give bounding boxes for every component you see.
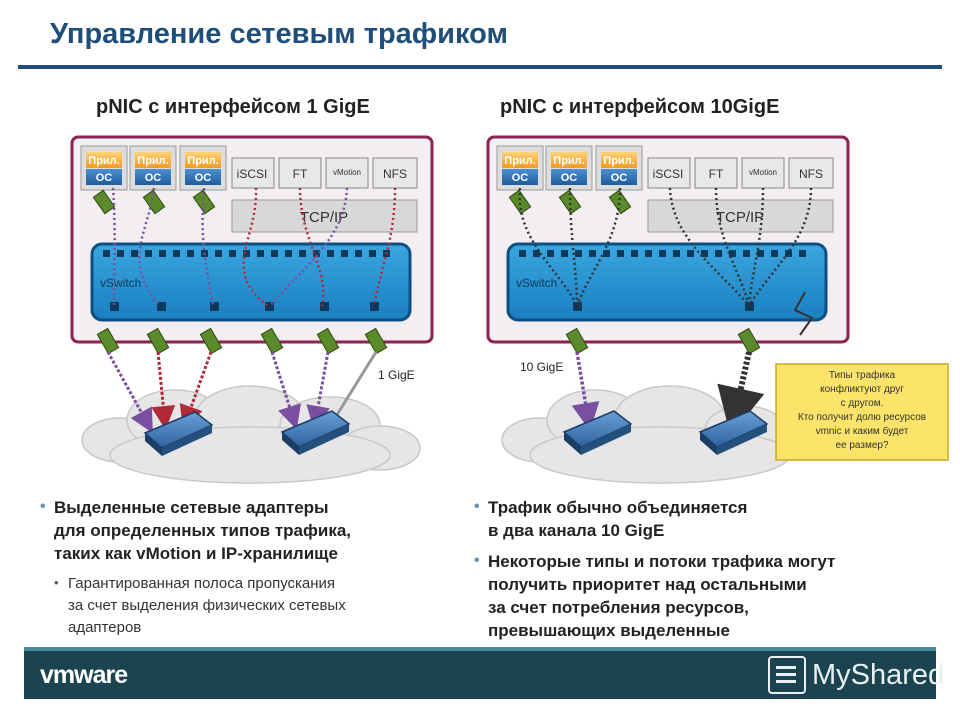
left-internal-paths [111,187,397,307]
left-service-iscsi [231,157,275,189]
left-bullet-main: Выделенные сетевые адаптеры для определе… [40,495,460,565]
left-uplinks [106,351,378,434]
vmware-logo: vmware [40,661,128,689]
vm-os-label: ОС [611,172,628,184]
slide-title: Управление сетевым трафиком [50,18,508,50]
left-physical-switch-1 [143,411,214,456]
svg-text:NFS: NFS [799,167,823,181]
right-service-ft [694,157,738,189]
vm-app-label: Прил. [187,155,218,167]
left-vswitch [90,242,412,322]
right-link-label: 10 GigE [520,360,563,374]
conflict-callout [775,363,949,461]
svg-text:конфликтуют друг: конфликтуют друг [820,383,904,395]
myshared-watermark: MyShared [812,659,945,691]
svg-text:iSCSI: iSCSI [653,167,684,181]
vm-app-label: Прил. [603,155,634,167]
vm-os-label: ОС [561,172,578,184]
vm-os-label: ОС [145,172,162,184]
svg-text:vMotion: vMotion [749,168,777,177]
svg-text:Кто получит долю ресурсов: Кто получит долю ресурсов [798,412,926,423]
svg-text:Типы трафика: Типы трафика [829,369,896,381]
left-service-ft [278,157,322,189]
vm-app-label: Прил. [504,155,535,167]
svg-text:ее размер?: ее размер? [835,440,888,451]
right-vswitch [506,242,828,322]
right-bullet-list: Трафик обычно объединяется в два канала … [474,495,944,650]
vm-os-label: ОС [96,172,113,184]
left-panel-title: pNIC с интерфейсом 1 GigE [96,96,370,118]
svg-text:TCP/IP: TCP/IP [716,209,764,226]
svg-text:iSCSI: iSCSI [237,167,268,181]
right-bullet-second: Некоторые типы и потоки трафика могут по… [474,549,944,642]
left-vm-3: Прил. ОС [179,145,227,191]
right-service-nfs [788,157,834,189]
right-vm-2: Прил. ОС [545,145,593,191]
vm-os-label: ОС [195,172,212,184]
right-bullet-first: Трафик обычно объединяется в два канала … [474,495,944,542]
left-vm-1: Прил. ОС [80,145,128,191]
vm-app-label: Прил. [553,155,584,167]
svg-text:FT: FT [709,167,724,181]
right-diagram: Прил. ОС Прил. ОС Прил. ОС iSCSI FT vMot… [486,135,949,484]
right-pnics [565,327,761,355]
callout-text: Типы трафика конфликтуют друг с другом. … [798,369,926,451]
vm-app-label: Прил. [137,155,168,167]
right-internal-paths [518,187,813,307]
left-vswitch-label: vSwitch [100,276,141,290]
right-physical-switch-1 [562,410,633,455]
svg-text:vmnic и каким будет: vmnic и каким будет [816,425,909,437]
svg-text:NFS: NFS [383,167,407,181]
left-physical-switch-2 [280,410,351,455]
right-vm-3: Прил. ОС [595,145,643,191]
vm-os-label: ОС [512,172,529,184]
left-vm-2: Прил. ОС [129,145,177,191]
title-rule [18,65,942,69]
right-panel-title: pNIC с интерфейсом 10GigE [500,96,780,118]
right-physical-switch-2 [698,410,769,455]
right-vnics [508,189,632,215]
left-tcpip-stack [231,199,418,233]
right-vm-1: Прил. ОС [496,145,544,191]
svg-text:vMotion: vMotion [333,168,361,177]
left-bullet-list: Выделенные сетевые адаптеры для определе… [40,495,460,647]
footer-accent-bar [24,647,936,651]
left-vnics [92,189,216,215]
vm-app-label: Прил. [88,155,119,167]
left-diagram: Прил. ОС Прил. ОС Прил. ОС iSCSI FT vMot… [70,135,434,484]
svg-text:FT: FT [293,167,308,181]
right-service-iscsi [647,157,691,189]
svg-text:TCP/IP: TCP/IP [300,209,348,226]
conflict-zigzag [793,291,814,336]
right-vswitch-ports [519,250,806,311]
right-service-vmotion [741,157,785,189]
left-service-nfs [372,157,418,189]
right-vswitch-label: vSwitch [516,276,557,290]
right-uplinks [571,351,765,436]
left-link-label: 1 GigE [378,368,415,382]
left-cloud [81,385,421,484]
myshared-logo-icon [768,656,806,694]
left-pnics [96,327,388,355]
svg-text:с другом.: с другом. [841,398,884,409]
left-bullet-sub: Гарантированная полоса пропускания за сч… [54,572,460,639]
